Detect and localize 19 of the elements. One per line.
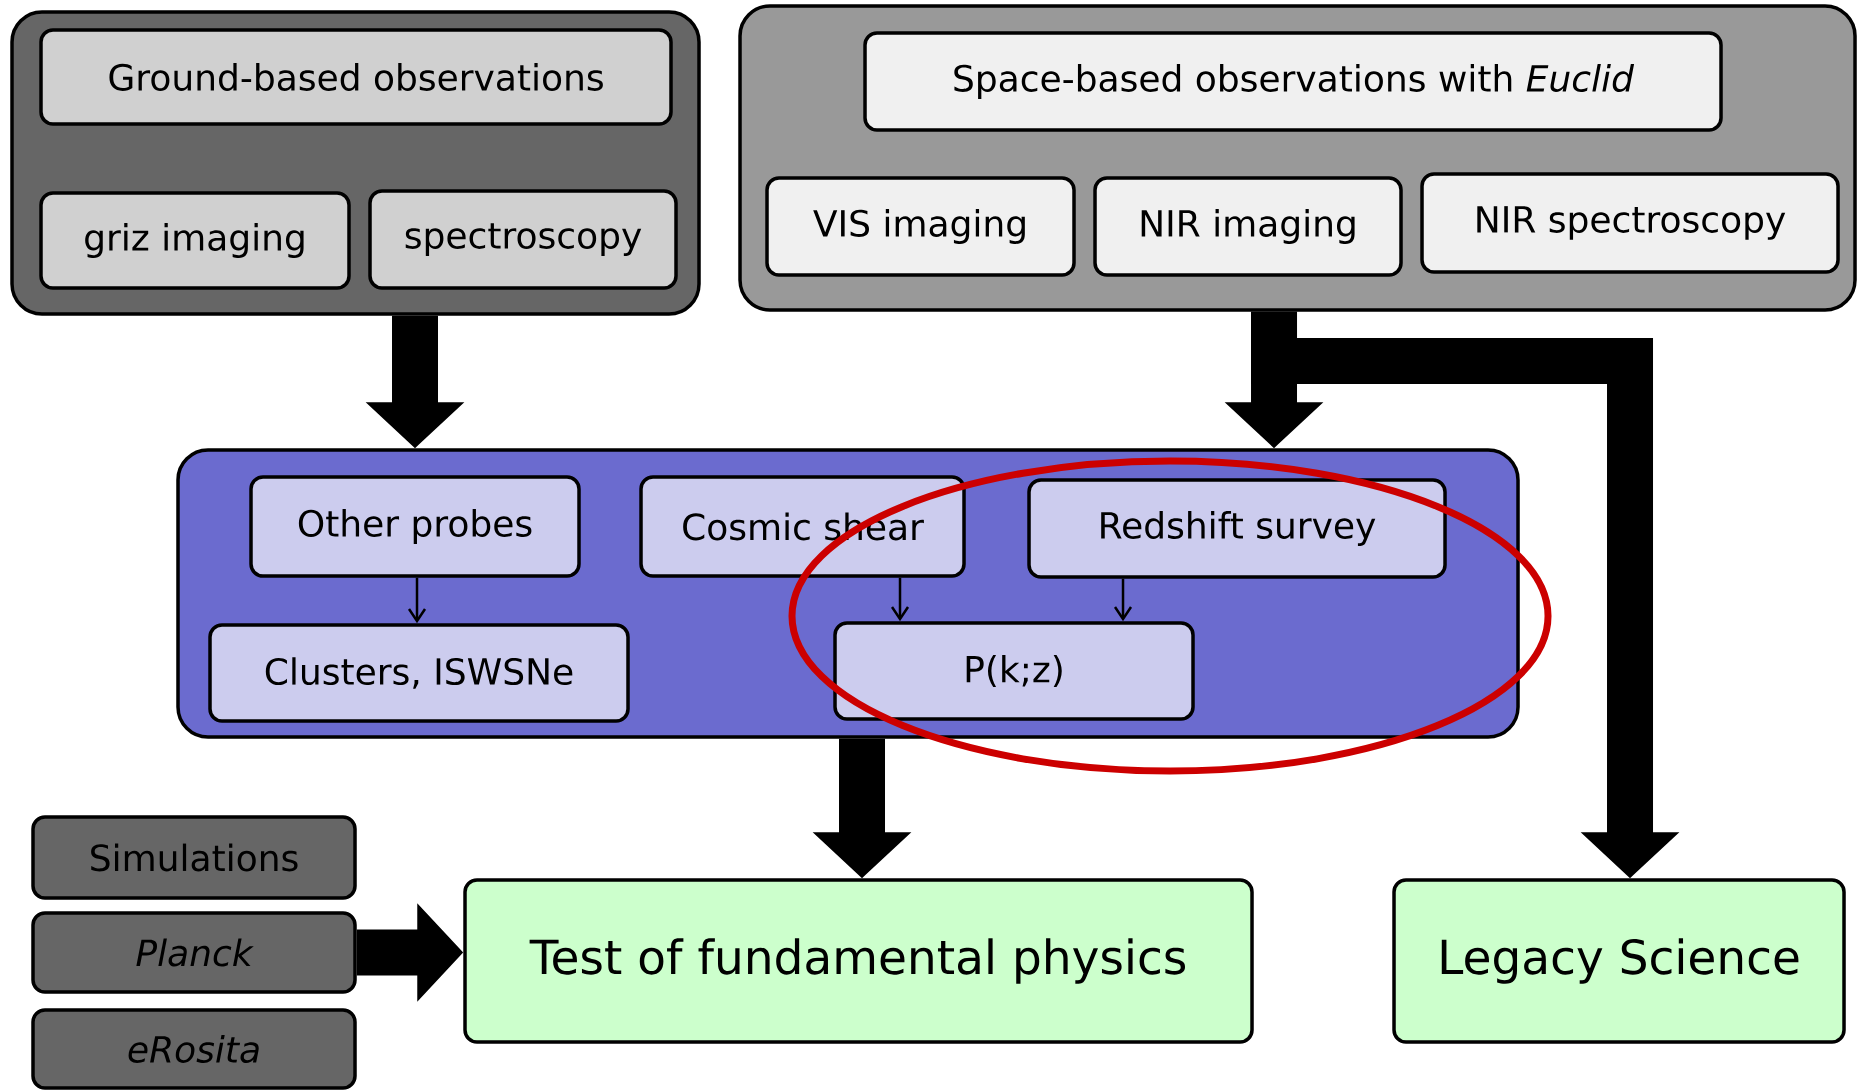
process-box: spectroscopy <box>368 189 678 290</box>
process-box: Redshift survey <box>1027 478 1447 579</box>
process-box: P(k;z) <box>833 621 1195 721</box>
process-box: NIR imaging <box>1093 176 1403 277</box>
arrow <box>1113 578 1133 622</box>
input-box: Planck <box>31 911 357 994</box>
input-box: eRosita <box>31 1008 357 1090</box>
result-box: Test of fundamental physics <box>463 878 1254 1044</box>
process-box: VIS imaging <box>765 176 1076 277</box>
process-box: NIR spectroscopy <box>1420 172 1840 274</box>
heading-box: Space-based observations with Euclid <box>863 31 1723 132</box>
heading-box: Ground-based observations <box>39 28 673 126</box>
input-box: Simulations <box>31 815 357 900</box>
arrow <box>890 577 910 622</box>
process-box: Other probes <box>249 475 581 578</box>
process-box: Clusters, ISWSNe <box>208 623 630 723</box>
result-box: Legacy Science <box>1392 878 1846 1044</box>
arrow <box>407 577 427 624</box>
process-box: griz imaging <box>39 191 351 290</box>
